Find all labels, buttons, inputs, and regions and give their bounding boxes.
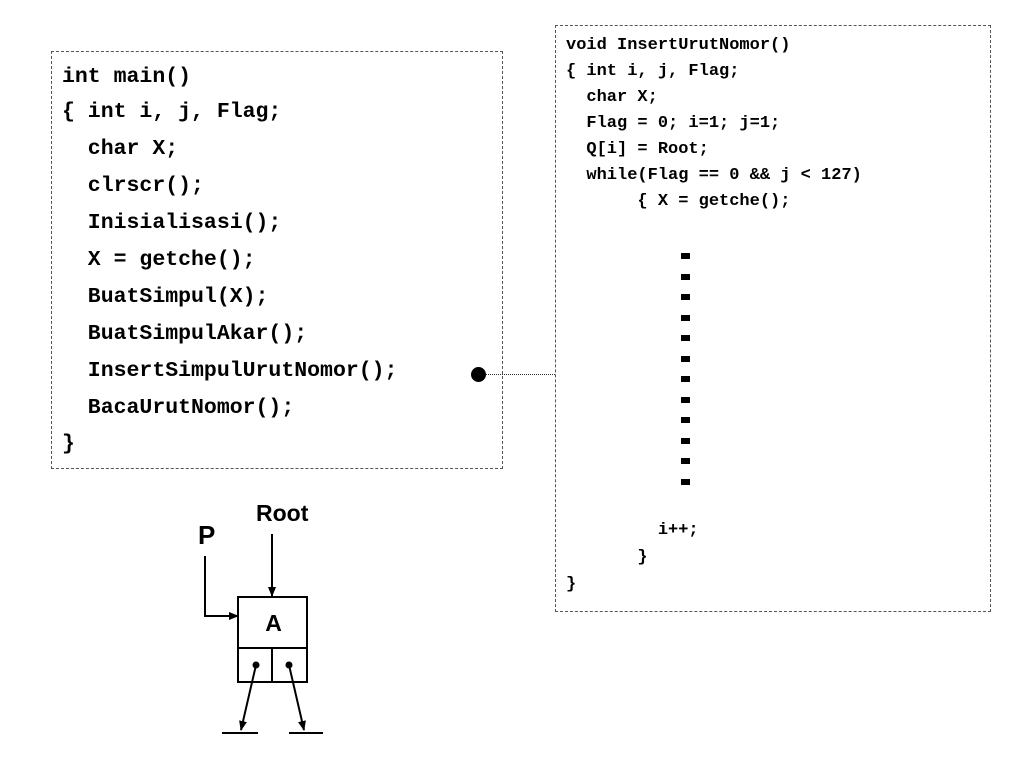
main-code-line: BacaUrutNomor();	[62, 396, 295, 420]
pointer-p-label: P	[198, 520, 216, 550]
main-code-line: InsertSimpulUrutNomor();	[62, 359, 398, 383]
func-code-line: }	[566, 548, 648, 567]
func-code-line: char X;	[566, 88, 658, 107]
main-function-code-box: int main() { int i, j, Flag; char X; clr…	[51, 51, 503, 469]
func-code-line: Flag = 0; i=1; j=1;	[566, 114, 781, 133]
func-code-line: void InsertUrutNomor()	[566, 36, 791, 55]
ellipsis-mark	[681, 396, 690, 403]
main-code-line: int main()	[62, 65, 192, 89]
func-code-line: while(Flag == 0 && j < 127)	[566, 166, 862, 185]
call-connector-dot	[471, 367, 486, 382]
main-code-line: char X;	[62, 137, 179, 161]
call-connector-line	[486, 374, 555, 375]
ellipsis-mark	[681, 273, 690, 280]
ellipsis-mark	[681, 417, 690, 423]
insert-function-code-box: void InsertUrutNomor() { int i, j, Flag;…	[555, 25, 991, 612]
func-code-line: }	[566, 575, 577, 594]
main-code-line: }	[62, 432, 75, 456]
func-code-line: i++;	[566, 521, 699, 540]
ellipsis-mark	[681, 335, 690, 341]
main-code-line: clrscr();	[62, 174, 204, 198]
main-code-line: Inisialisasi();	[62, 211, 282, 235]
right-null-arrow	[288, 664, 306, 731]
main-code-line: BuatSimpul(X);	[62, 285, 269, 309]
ellipsis-mark	[681, 478, 690, 485]
ellipsis-mark	[681, 294, 690, 300]
main-code-line: { int i, j, Flag;	[62, 100, 282, 124]
ellipsis-mark	[681, 458, 690, 464]
main-code-line: BuatSimpulAkar();	[62, 322, 308, 346]
ellipsis-mark	[681, 437, 690, 444]
ellipsis-mark	[681, 355, 690, 362]
func-code-line: { X = getche();	[566, 192, 791, 211]
p-pointer-arrow	[204, 556, 239, 620]
left-null-arrow	[239, 664, 257, 731]
ellipsis-mark	[681, 253, 690, 259]
func-code-line: { int i, j, Flag;	[566, 62, 740, 81]
ellipsis-mark	[681, 314, 690, 321]
node-value-label: A	[265, 610, 282, 636]
main-code-line: X = getche();	[62, 248, 256, 272]
func-code-line: Q[i] = Root;	[566, 140, 709, 159]
root-label: Root	[256, 500, 309, 526]
ellipsis-mark	[681, 376, 690, 382]
